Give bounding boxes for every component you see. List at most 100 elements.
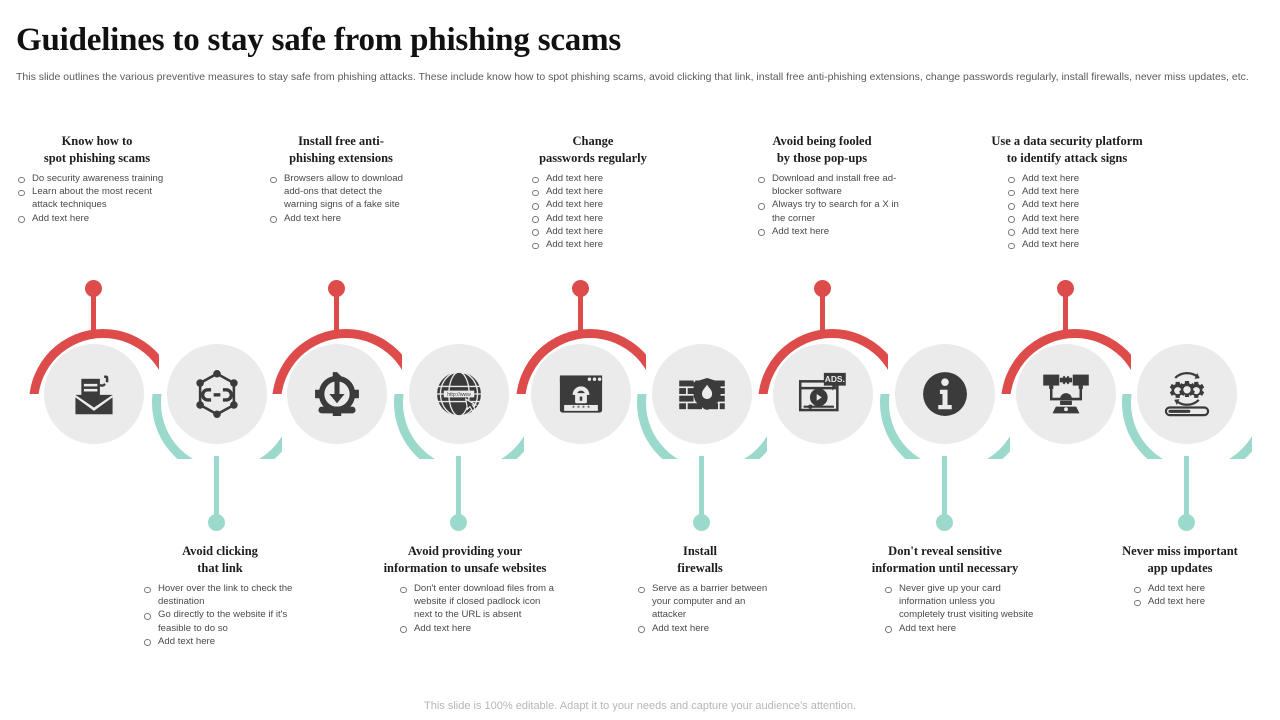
top-block-2: Install free anti-phishing extensions Br… [266, 133, 416, 225]
timeline-node-7[interactable]: ADS. [764, 276, 882, 546]
bullet-item: Learn about the most recent attack techn… [14, 185, 180, 211]
node-dot-8 [936, 514, 953, 531]
timeline-node-10[interactable] [1122, 276, 1252, 546]
bullet-item: Never give up your card information unle… [881, 582, 1035, 622]
bullet-item: Add text here [528, 238, 678, 251]
node-dot-10 [1178, 514, 1195, 531]
node-stem-10 [1184, 456, 1189, 518]
timeline-node-5[interactable]: * * * * [522, 276, 640, 546]
node-circle-10[interactable] [1137, 344, 1237, 444]
node-stem-1 [91, 288, 96, 336]
node-stem-6 [699, 456, 704, 518]
node-dot-2 [208, 514, 225, 531]
bullet-item: Add text here [266, 212, 416, 225]
page-title: Guidelines to stay safe from phishing sc… [16, 22, 622, 58]
top-block-2-heading: Install free anti-phishing extensions [289, 134, 393, 165]
hacker-network-icon [1039, 367, 1093, 421]
bullet-item: Add text here [140, 635, 300, 648]
bullet-item: Add text here [1130, 595, 1260, 608]
bullet-item: Add text here [1004, 198, 1172, 211]
timeline-node-6[interactable] [637, 276, 767, 546]
bottom-block-3-bullets: Serve as a barrier between your computer… [634, 582, 780, 635]
bullet-item: Add text here [634, 622, 780, 635]
page-subtitle: This slide outlines the various preventi… [16, 71, 1249, 83]
timeline-node-9[interactable] [1007, 276, 1125, 546]
node-stem-4 [456, 456, 461, 518]
node-stem-5 [578, 288, 583, 336]
bullet-item: Serve as a barrier between your computer… [634, 582, 780, 622]
node-circle-1[interactable] [44, 344, 144, 444]
globe-url-click-icon: http://www [432, 367, 486, 421]
bullet-item: Add text here [1004, 172, 1172, 185]
node-stem-9 [1063, 288, 1068, 336]
timeline-node-1[interactable] [35, 276, 153, 546]
bullet-item: Add text here [14, 212, 180, 225]
top-block-4-bullets: Download and install free ad-blocker sof… [754, 172, 902, 238]
bottom-block-2-bullets: Don't enter download files from a websit… [396, 582, 560, 635]
bottom-block-1-bullets: Hover over the link to check the destina… [140, 582, 300, 648]
svg-text:http://www: http://www [447, 392, 471, 398]
node-stem-7 [820, 288, 825, 336]
node-circle-4[interactable]: http://www [409, 344, 509, 444]
bullet-item: Add text here [528, 198, 678, 211]
bullet-item: Add text here [396, 622, 560, 635]
phishing-email-icon [67, 367, 121, 421]
bullet-item: Add text here [1004, 225, 1172, 238]
bullet-item: Browsers allow to download add-ons that … [266, 172, 416, 212]
bullet-item: Add text here [528, 172, 678, 185]
timeline-node-8[interactable] [880, 276, 1010, 546]
node-dot-4 [450, 514, 467, 531]
node-circle-3[interactable] [287, 344, 387, 444]
node-circle-6[interactable] [652, 344, 752, 444]
download-extension-icon [310, 367, 364, 421]
node-circle-5[interactable]: * * * * [531, 344, 631, 444]
node-dot-6 [693, 514, 710, 531]
bullet-item: Add text here [528, 225, 678, 238]
timeline-node-4[interactable]: http://www [394, 276, 524, 546]
node-circle-8[interactable] [895, 344, 995, 444]
bullet-item: Add text here [754, 225, 902, 238]
bullet-item: Go directly to the website if it's feasi… [140, 608, 300, 634]
top-block-2-bullets: Browsers allow to download add-ons that … [266, 172, 416, 225]
node-circle-9[interactable] [1016, 344, 1116, 444]
node-circle-2[interactable] [167, 344, 267, 444]
bullet-item: Add text here [1004, 185, 1172, 198]
bullet-item: Add text here [1004, 238, 1172, 251]
node-stem-8 [942, 456, 947, 518]
bullet-item: Add text here [1130, 582, 1260, 595]
node-circle-7[interactable]: ADS. [773, 344, 873, 444]
firewall-shield-icon [675, 367, 729, 421]
timeline-node-2[interactable] [152, 276, 282, 546]
bullet-item: Add text here [528, 185, 678, 198]
bullet-item: Add text here [1004, 212, 1172, 225]
svg-text:* * * *: * * * * [572, 403, 590, 412]
timeline-node-3[interactable] [278, 276, 396, 546]
slide-footer-note: This slide is 100% editable. Adapt it to… [424, 700, 856, 712]
timeline: http://www * * * * [0, 276, 1280, 546]
ads-popup-icon: ADS. [796, 367, 850, 421]
svg-text:ADS.: ADS. [825, 374, 845, 384]
node-stem-2 [214, 456, 219, 518]
gears-update-icon [1160, 367, 1214, 421]
broken-link-icon [190, 367, 244, 421]
